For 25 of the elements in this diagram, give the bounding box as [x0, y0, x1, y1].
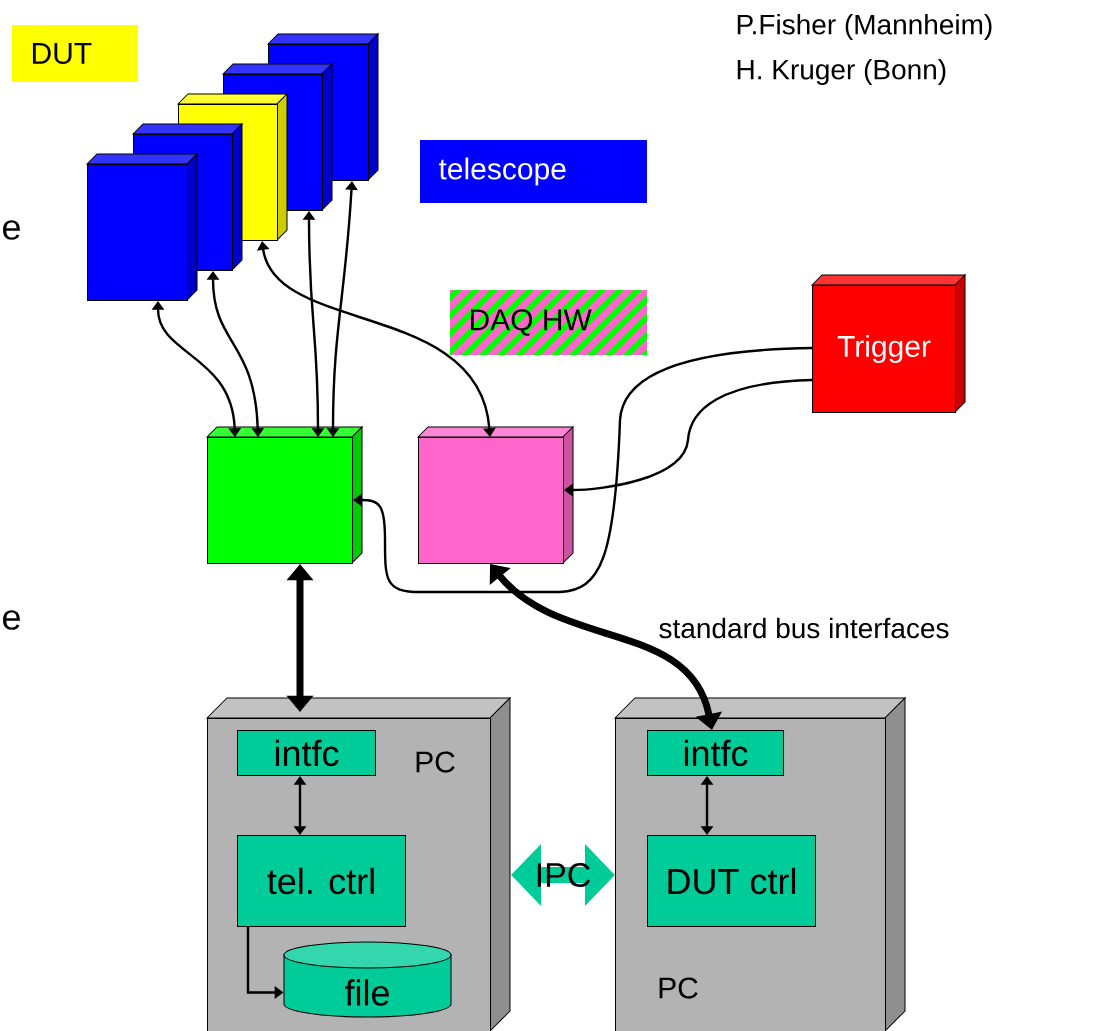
text-fragment: e	[3, 610, 20, 630]
interface-box: intfc	[237, 730, 376, 776]
process-box: tel. ctrl	[237, 835, 406, 927]
hardware-box	[206, 426, 363, 564]
legend-box: telescope	[420, 140, 647, 203]
arrow	[700, 776, 714, 835]
arrow	[302, 211, 325, 437]
text-fragment: e	[3, 220, 20, 240]
annotation: standard bus interfaces	[659, 617, 949, 639]
legend-box: DUT	[12, 25, 138, 82]
interface-box: intfc	[647, 730, 784, 776]
author-name: H. Kruger (Bonn)	[737, 58, 946, 86]
arrow	[564, 378, 813, 497]
arrow	[353, 346, 813, 594]
edge-label: IPC	[537, 862, 591, 888]
author-name: P.Fisher (Mannheim)	[737, 13, 992, 41]
storage-cylinder: file	[283, 941, 452, 1018]
arrow	[256, 241, 496, 437]
trigger-box: Trigger	[811, 274, 966, 413]
arrow	[151, 301, 242, 437]
arrow	[293, 776, 307, 835]
detector-plane	[86, 153, 198, 301]
process-box: DUT ctrl	[647, 835, 816, 927]
arrow	[206, 271, 265, 437]
hardware-box	[417, 426, 574, 564]
